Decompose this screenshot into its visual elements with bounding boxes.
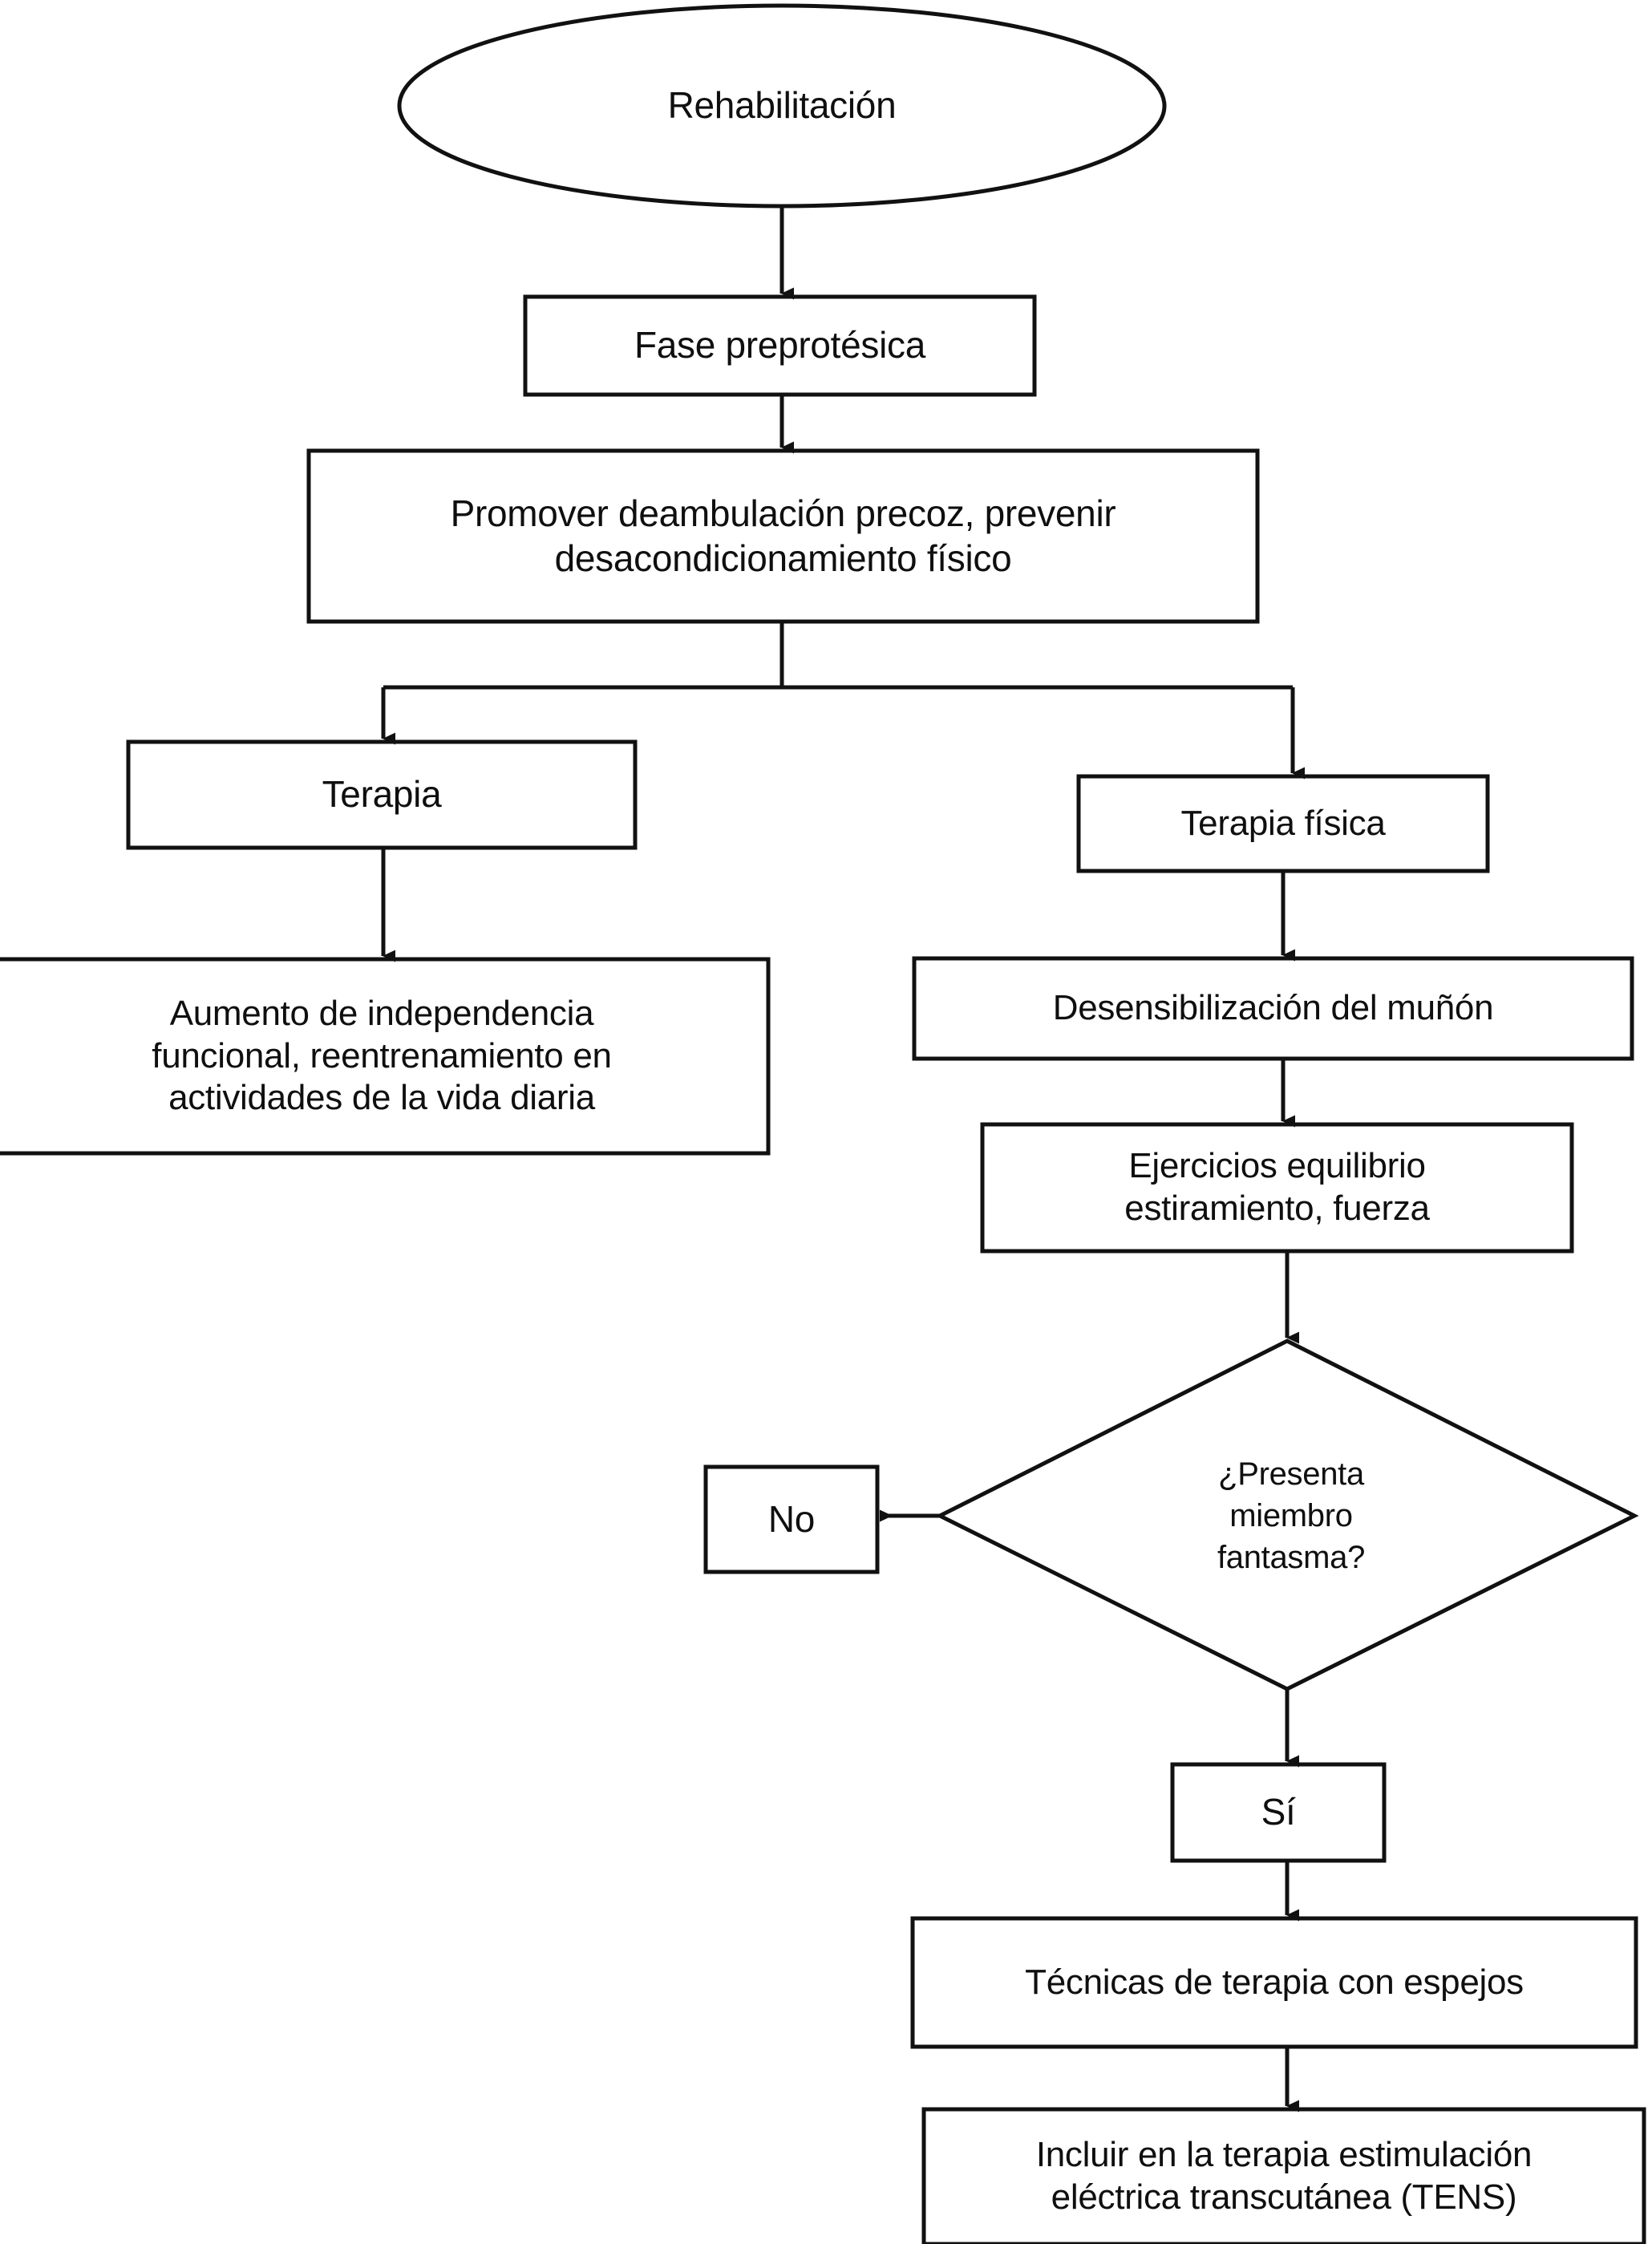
node-shape-physical-therapy[interactable] — [1076, 774, 1490, 873]
edge-promote-bus — [383, 622, 1293, 690]
node-shape-answer-yes[interactable] — [1170, 1762, 1387, 1863]
node-shape-answer-no[interactable] — [703, 1464, 880, 1574]
node-shape-phantom-limb-decision[interactable] — [935, 1339, 1639, 1691]
node-shape-balance-exercises[interactable] — [980, 1122, 1574, 1254]
node-shape-tens-therapy[interactable] — [921, 2107, 1646, 2244]
node-shape-start[interactable] — [397, 3, 1167, 209]
node-shape-preprosthetic-phase[interactable] — [523, 294, 1037, 397]
node-shape-mirror-therapy[interactable] — [910, 1916, 1638, 2049]
node-shape-therapy[interactable] — [126, 739, 638, 850]
node-shape-promote-ambulation[interactable] — [306, 448, 1260, 624]
node-shape-stump-desensitization[interactable] — [912, 956, 1634, 1061]
node-shape-functional-independence[interactable] — [0, 957, 771, 1156]
